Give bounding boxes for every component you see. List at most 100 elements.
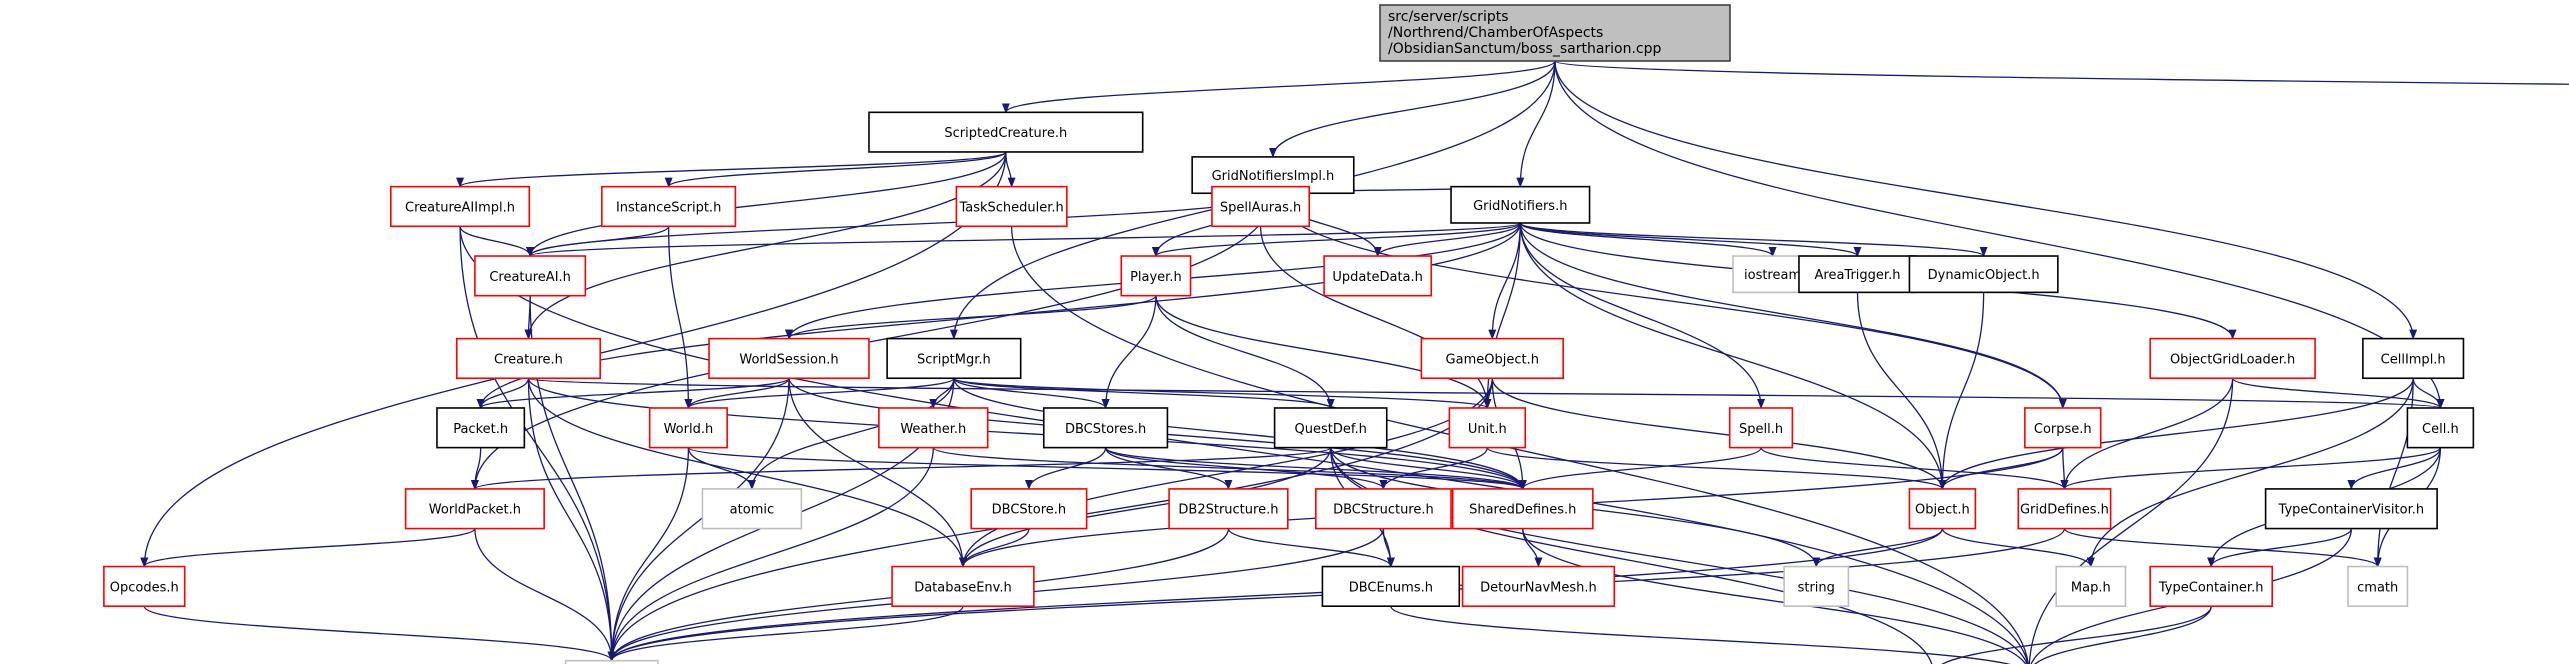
edge-line [1330, 447, 1527, 490]
node-label: Player.h [1130, 270, 1182, 285]
edge-GridNotifiers-to-AreaTrigger [1519, 222, 1862, 258]
node-GridDefines[interactable]: GridDefines.h [2017, 488, 2112, 530]
node-label: TaskScheduler.h [958, 200, 1063, 215]
node-box [455, 337, 602, 380]
node-box [2406, 407, 2475, 449]
edge-line [1554, 60, 2569, 85]
node-box [1798, 255, 1917, 294]
edge-CellImpl-to-Map [2086, 378, 2414, 568]
edge-ScriptedCreature-to-TaskScheduler [1005, 151, 1016, 188]
node-CreatureAIImpl[interactable]: CreatureAIImpl.h [389, 185, 531, 228]
edge-QuestDef-to-DatabaseEnv [959, 447, 1332, 568]
node-Unit[interactable]: Unit.h [1448, 407, 1527, 449]
edge-line [607, 605, 964, 662]
node-label: UpdateData.h [1332, 270, 1423, 285]
node-GridNotifiers[interactable]: GridNotifiers.h [1450, 185, 1591, 224]
node-Opcodes[interactable]: Opcodes.h [103, 565, 186, 607]
node-label: DBCStores.h [1065, 422, 1146, 437]
edge-line [1373, 222, 1521, 258]
node-InstanceScript[interactable]: InstanceScript.h [601, 185, 737, 228]
node-TaskScheduler[interactable]: TaskScheduler.h [955, 185, 1068, 228]
node-layer: src/server/scripts/Northrend/ChamberOfAs… [103, 4, 2475, 664]
edge-line [459, 226, 535, 258]
edge-World-to-Common [607, 447, 690, 662]
node-Creature[interactable]: Creature.h [455, 337, 602, 380]
node-Packet[interactable]: Packet.h [436, 407, 526, 449]
node-UpdateData[interactable]: UpdateData.h [1323, 255, 1433, 297]
node-DB2Structure[interactable]: DB2Structure.h [1168, 488, 1289, 530]
node-box [1461, 565, 1616, 607]
edge-Object-to-string [1812, 528, 1944, 568]
node-label: GridDefines.h [2020, 503, 2109, 518]
node-AreaTrigger[interactable]: AreaTrigger.h [1798, 255, 1917, 294]
edge-DBCStores-to-DB2Structure [1104, 447, 1233, 490]
node-DBCStructure[interactable]: DBCStructure.h [1315, 488, 1452, 530]
node-TypeContainerVisitor[interactable]: TypeContainerVisitor.h [2264, 488, 2438, 530]
node-DetourNavMesh[interactable]: DetourNavMesh.h [1461, 565, 1616, 607]
node-ObjectGridLoader[interactable]: ObjectGridLoader.h [2149, 337, 2316, 380]
node-SharedDefines[interactable]: SharedDefines.h [1451, 488, 1594, 530]
node-SpellAuras[interactable]: SpellAuras.h [1211, 185, 1311, 228]
edge-Spell-to-SharedDefines [1518, 447, 1762, 490]
node-box [1908, 255, 2059, 294]
edge-Player-to-DBCStores [1101, 295, 1157, 409]
edge-GridNotifiers-to-Player [1152, 222, 1521, 258]
node-Spell[interactable]: Spell.h [1728, 407, 1794, 449]
node-label: InstanceScript.h [616, 200, 721, 215]
edge-line [2028, 378, 2234, 664]
edge-line [1227, 528, 1395, 568]
node-label: Spell.h [1739, 422, 1783, 437]
node-label: /Northrend/ChamberOfAspects [1388, 25, 1603, 41]
edge-DBCStores-to-DBCStructure [1104, 447, 1388, 490]
node-label: Weather.h [900, 422, 966, 437]
node-box [436, 407, 526, 449]
edge-line [2063, 527, 2382, 568]
node-Object[interactable]: Object.h [1908, 488, 1977, 530]
node-DBCStore[interactable]: DBCStore.h [970, 488, 1088, 530]
node-WorldSession[interactable]: WorldSession.h [708, 337, 870, 380]
edge-line [2231, 377, 2445, 409]
edge-line [1522, 528, 2027, 664]
node-root[interactable]: src/server/scripts/Northrend/ChamberOfAs… [1379, 4, 1731, 62]
node-CellImpl[interactable]: CellImpl.h [2362, 337, 2465, 380]
edge-GridNotifiers-to-CreatureAI [526, 222, 1521, 258]
node-box [701, 488, 803, 530]
node-WorldPacket[interactable]: WorldPacket.h [404, 488, 545, 530]
edge-line [607, 447, 690, 662]
node-Corpse[interactable]: Corpse.h [2024, 407, 2102, 449]
node-ScriptMgr[interactable]: ScriptMgr.h [886, 337, 1022, 380]
node-QuestDef[interactable]: QuestDef.h [1273, 407, 1388, 449]
edge-line [1382, 528, 1395, 568]
edge-line [527, 378, 616, 662]
node-CreatureAI[interactable]: CreatureAI.h [474, 255, 587, 297]
edge-ScriptedCreature-to-InstanceScript [664, 151, 1007, 188]
node-DatabaseEnv[interactable]: DatabaseEnv.h [891, 565, 1035, 607]
edge-line [684, 377, 790, 409]
node-GameObject[interactable]: GameObject.h [1420, 337, 1564, 380]
edge-ScriptMgr-to-SharedDefines [953, 378, 1527, 490]
node-label: iostream [1744, 268, 1801, 283]
edge-line [1519, 222, 1862, 258]
edge-line [476, 378, 530, 409]
node-Cell[interactable]: Cell.h [2406, 407, 2475, 449]
node-DynamicObject[interactable]: DynamicObject.h [1908, 255, 2059, 294]
node-label: /ObsidianSanctum/boss_sartharion.cpp [1388, 41, 1662, 57]
edge-DBCStores-to-DBCStore [1024, 447, 1107, 490]
edge-InstanceScript-to-CreatureAI [526, 225, 670, 258]
node-ScriptedCreature[interactable]: ScriptedCreature.h [868, 111, 1144, 153]
node-DBCEnums[interactable]: DBCEnums.h [1321, 565, 1461, 607]
edge-Weather-to-Common [607, 447, 934, 662]
edge-line [1005, 151, 1016, 188]
node-box [708, 337, 870, 380]
node-TypeContainer[interactable]: TypeContainer.h [2149, 565, 2273, 607]
edge-line [1516, 60, 1556, 188]
edge-WorldSession-to-DatabaseEnv [788, 378, 967, 568]
edge-line [664, 151, 1007, 188]
node-Player[interactable]: Player.h [1120, 255, 1192, 297]
node-DBCStores[interactable]: DBCStores.h [1042, 407, 1169, 449]
edge-CreatureAIImpl-to-CreatureAI [459, 226, 535, 258]
node-Weather[interactable]: Weather.h [878, 407, 989, 449]
node-World[interactable]: World.h [648, 407, 728, 449]
node-box [891, 565, 1035, 607]
node-box [1783, 565, 1850, 607]
